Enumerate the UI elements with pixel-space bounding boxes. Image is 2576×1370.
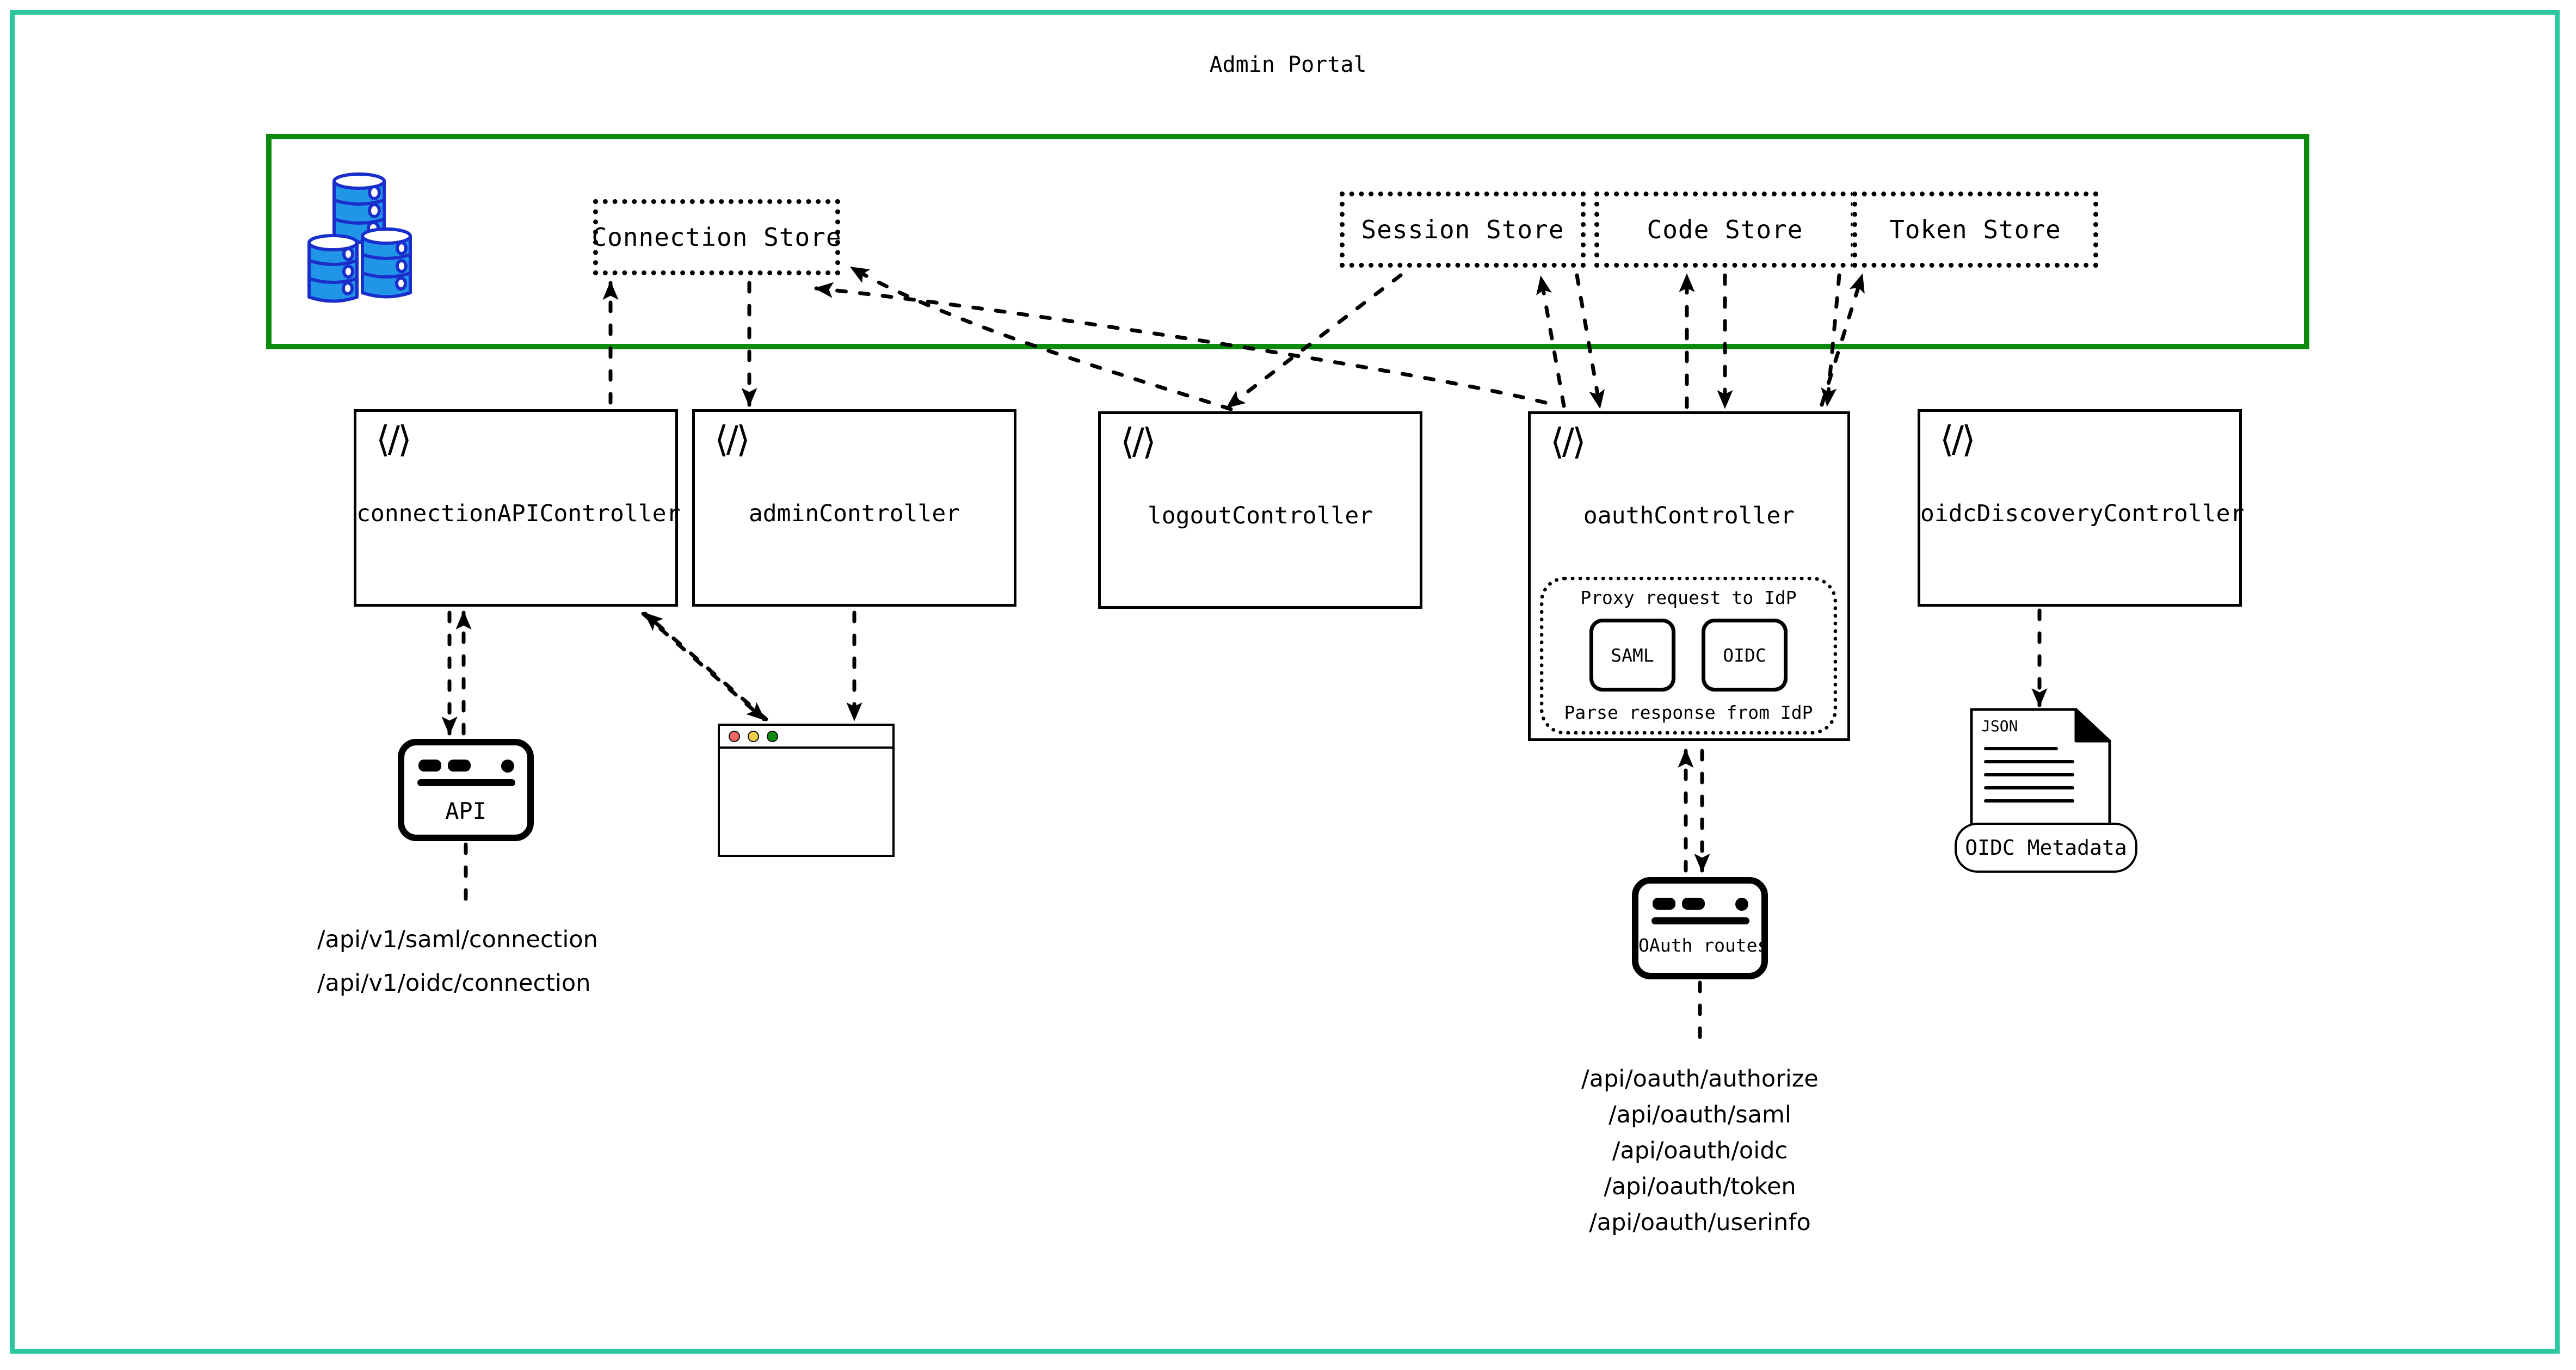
oauth-endpoint-list: /api/oauth/authorize /api/oauth/saml /ap… <box>1537 1061 1863 1241</box>
oidc-metadata-label: OIDC Metadata <box>1955 823 2137 873</box>
controller-logout[interactable]: ⟨/⟩ logoutController <box>1098 411 1422 609</box>
database-stack-icon <box>307 172 412 303</box>
code-brackets-icon: ⟨/⟩ <box>1120 421 1156 462</box>
controller-name-connection-api: connectionAPIController <box>356 500 681 527</box>
window-dot-right <box>501 760 514 773</box>
minimize-dot-icon[interactable] <box>748 730 759 742</box>
store-label-token: Token Store <box>1889 215 2061 244</box>
store-box-token[interactable]: Token Store <box>1852 192 2098 268</box>
window-address-bar <box>1651 917 1749 924</box>
endpoint-item: /api/v1/oidc/connection <box>317 970 591 997</box>
idp-parse-response-label: Parse response from IdP <box>1564 702 1813 723</box>
code-brackets-icon: ⟨/⟩ <box>376 418 412 460</box>
idp-proxy-block: Proxy request to IdP SAML OIDC Parse res… <box>1540 577 1837 735</box>
json-document-icon[interactable]: JSON <box>1969 707 2112 853</box>
controller-name-logout: logoutController <box>1147 502 1373 529</box>
idp-pill-saml[interactable]: SAML <box>1589 619 1675 692</box>
zoom-dot-icon[interactable] <box>767 730 778 742</box>
endpoint-item: /api/v1/saml/connection <box>317 926 598 953</box>
controller-admin[interactable]: ⟨/⟩ adminController <box>692 409 1016 607</box>
browser-title-bar <box>720 726 892 749</box>
oidc-metadata-text: OIDC Metadata <box>1965 836 2127 860</box>
store-box-session[interactable]: Session Store <box>1340 192 1586 268</box>
endpoint-item: /api/oauth/saml <box>1609 1101 1791 1128</box>
store-label-connection: Connection Store <box>591 223 842 252</box>
store-box-code[interactable]: Code Store <box>1594 192 1856 268</box>
api-window-label: API <box>445 798 486 824</box>
code-brackets-icon: ⟨/⟩ <box>714 418 750 460</box>
endpoint-item: /api/oauth/oidc <box>1612 1137 1788 1164</box>
idp-protocol-pills: SAML OIDC <box>1589 619 1788 692</box>
idp-pill-oidc[interactable]: OIDC <box>1702 619 1788 692</box>
idp-pill-oidc-label: OIDC <box>1723 644 1766 666</box>
connection-api-endpoint-list: /api/v1/saml/connection /api/v1/oidc/con… <box>317 922 598 1001</box>
admin-portal-browser-window[interactable] <box>718 724 895 857</box>
window-pill-1 <box>418 760 441 772</box>
code-brackets-icon: ⟨/⟩ <box>1940 418 1976 460</box>
close-dot-icon[interactable] <box>729 730 740 742</box>
controller-name-oauth: oauthController <box>1583 502 1795 529</box>
admin-portal-label: Admin Portal <box>1209 52 1367 77</box>
window-pill-1 <box>1653 898 1675 910</box>
svg-text:JSON: JSON <box>1981 717 2018 735</box>
endpoint-item: /api/oauth/token <box>1604 1173 1796 1200</box>
window-dot-right <box>1735 898 1748 911</box>
store-box-connection[interactable]: Connection Store <box>591 199 842 275</box>
idp-pill-saml-label: SAML <box>1611 644 1654 666</box>
store-label-code: Code Store <box>1647 215 1803 244</box>
oauth-routes-label: OAuth routes <box>1638 935 1768 956</box>
code-brackets-icon: ⟨/⟩ <box>1550 421 1586 462</box>
controller-name-admin: adminController <box>748 500 960 527</box>
idp-proxy-request-label: Proxy request to IdP <box>1580 587 1797 608</box>
window-pill-2 <box>448 760 471 772</box>
outer-frame-border <box>10 10 2560 1354</box>
controller-name-oidc-discovery: oidcDiscoveryController <box>1920 500 2245 527</box>
api-window-icon[interactable]: API <box>398 739 534 841</box>
store-label-session: Session Store <box>1361 215 1564 244</box>
oauth-routes-window-icon[interactable]: OAuth routes <box>1632 877 1768 979</box>
endpoint-item: /api/oauth/userinfo <box>1589 1209 1811 1236</box>
window-address-bar <box>417 779 515 786</box>
endpoint-item: /api/oauth/authorize <box>1581 1065 1819 1093</box>
controller-oidc-discovery[interactable]: ⟨/⟩ oidcDiscoveryController <box>1918 409 2245 607</box>
window-pill-2 <box>1682 898 1705 910</box>
controller-connection-api[interactable]: ⟨/⟩ connectionAPIController <box>354 409 681 607</box>
